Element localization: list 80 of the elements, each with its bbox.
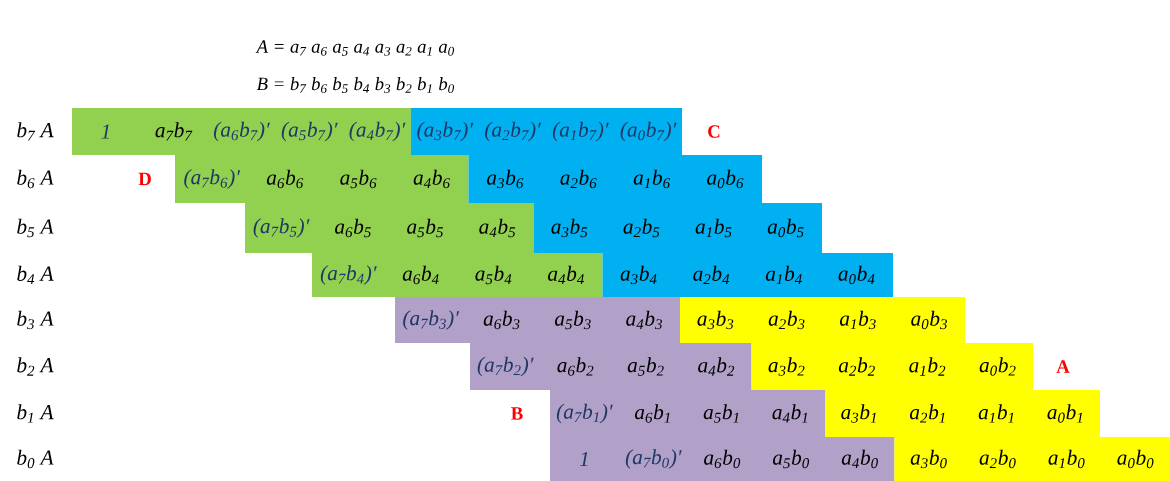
cell-text: a$_{5}$b$_{3}$ (554, 310, 591, 330)
cell-text: a$_{2}$b$_{6}$ (560, 169, 597, 189)
cell-text: a$_{1}$b$_{6}$ (633, 169, 670, 189)
cell-text: (a$_{3}$b$_{7}$)′ (417, 121, 474, 142)
cell-text: (a$_{6}$b$_{7}$)′ (213, 121, 270, 142)
cell-text: (a$_{7}$b$_{6}$)′ (184, 169, 241, 189)
cell-text: a$_{6}$b$_{3}$ (483, 310, 520, 330)
cell-text: 1 (101, 124, 109, 139)
cell-text: a$_{6}$b$_{1}$ (634, 404, 670, 423)
cell-text: a$_{2}$b$_{0}$ (979, 449, 1016, 469)
row-label: b$_{0}$ A (17, 449, 54, 469)
cell-text: a$_{4}$b$_{5}$ (479, 218, 516, 238)
cell-text: a$_{6}$b$_{0}$ (704, 449, 741, 469)
cell-text: a$_{3}$b$_{6}$ (487, 169, 524, 189)
cell-text: (a$_{0}$b$_{7}$)′ (620, 121, 677, 142)
cell-text: (a$_{7}$b$_{4}$)′ (320, 265, 377, 285)
cell-text: a$_{6}$b$_{5}$ (335, 218, 371, 238)
region-letter: B (511, 407, 523, 420)
cell-text: a$_{1}$b$_{0}$ (1048, 449, 1085, 469)
cell-text: a$_{5}$b$_{0}$ (772, 449, 810, 469)
region-letter: C (708, 125, 720, 138)
cell-text: a$_{2}$b$_{5}$ (623, 218, 660, 238)
cell-text: a$_{1}$b$_{1}$ (978, 404, 1014, 423)
row-label: b$_{6}$ A (17, 169, 54, 189)
cell-text: (a$_{4}$b$_{7}$)′ (349, 121, 406, 142)
cell-text: (a$_{1}$b$_{7}$)′ (552, 121, 609, 142)
cell-text: a$_{6}$b$_{2}$ (557, 357, 594, 376)
row-label: b$_{4}$ A (17, 265, 54, 285)
row-label: b$_{7}$ A (17, 122, 54, 141)
cell-text: a$_{6}$b$_{6}$ (266, 169, 304, 189)
cell-text: (a$_{7}$b$_{1}$)′ (556, 403, 613, 424)
cell-text: a$_{0}$b$_{4}$ (838, 265, 875, 285)
cell-text: (a$_{7}$b$_{0}$)′ (625, 449, 682, 469)
cell-text: a$_{3}$b$_{2}$ (768, 357, 805, 376)
cell-text: a$_{0}$b$_{3}$ (911, 310, 947, 330)
cell-text: a$_{5}$b$_{2}$ (627, 357, 664, 376)
cell-text: a$_{0}$b$_{2}$ (979, 357, 1016, 376)
equation-text: A = a$_{7}$ a$_{6}$ a$_{5}$ a$_{4}$ a$_{3}$ a$_{2}$ a$_{1}$ a$_{0}$ (255, 40, 455, 56)
cell-text: a$_{3}$b$_{5}$ (551, 218, 588, 238)
cell-text: a$_{5}$b$_{6}$ (340, 169, 377, 189)
cell-text: a$_{7}$b$_{7}$ (155, 122, 193, 141)
cell-text: a$_{3}$b$_{4}$ (620, 265, 657, 285)
cell-text: (a$_{7}$b$_{2}$)′ (477, 356, 534, 377)
cell-text: a$_{4}$b$_{0}$ (841, 449, 878, 469)
cell-text: a$_{3}$b$_{3}$ (697, 310, 734, 330)
cell-text: a$_{0}$b$_{5}$ (767, 218, 804, 238)
cell-text: (a$_{7}$b$_{3}$)′ (403, 310, 460, 330)
cell-text: a$_{3}$b$_{1}$ (841, 404, 876, 423)
cell-text: a$_{3}$b$_{0}$ (910, 449, 947, 469)
cell-text: a$_{0}$b$_{6}$ (707, 169, 744, 189)
cell-text: (a$_{5}$b$_{7}$)′ (281, 121, 338, 142)
row-label: b$_{2}$ A (17, 357, 54, 376)
row-label: b$_{1}$ A (17, 404, 54, 423)
row-label: b$_{5}$ A (17, 218, 54, 238)
cell-text: 1 (579, 451, 588, 467)
cell-text: a$_{0}$b$_{0}$ (1117, 449, 1154, 469)
cell-text: a$_{4}$b$_{6}$ (413, 169, 450, 189)
cell-text: a$_{2}$b$_{3}$ (768, 310, 805, 330)
cell-text: a$_{2}$b$_{2}$ (838, 357, 875, 376)
cell-text: a$_{2}$b$_{4}$ (693, 265, 730, 285)
cell-text: (a$_{7}$b$_{5}$)′ (253, 218, 310, 238)
cell-text: a$_{6}$b$_{4}$ (402, 265, 439, 285)
cell-text: a$_{5}$b$_{5}$ (407, 218, 443, 238)
cell-text: a$_{2}$b$_{1}$ (909, 404, 945, 423)
region-letter: A (1056, 360, 1070, 373)
cell-text: a$_{4}$b$_{3}$ (626, 310, 662, 330)
cell-text: a$_{1}$b$_{3}$ (839, 310, 876, 330)
equation-text: B = b$_{7}$ b$_{6}$ b$_{5}$ b$_{4}$ b$_{3}$ b$_{2}$ b$_{1}$ b$_{0}$ (256, 77, 455, 93)
row-label: b$_{3}$ A (17, 310, 54, 330)
region-letter: D (138, 172, 151, 186)
cell-text: a$_{4}$b$_{4}$ (548, 265, 584, 285)
cell-text: (a$_{2}$b$_{7}$)′ (485, 121, 542, 142)
cell-text: a$_{5}$b$_{1}$ (703, 404, 739, 423)
cell-text: a$_{1}$b$_{4}$ (765, 265, 802, 285)
cell-text: a$_{5}$b$_{4}$ (475, 265, 512, 285)
cell-text: a$_{1}$b$_{5}$ (695, 218, 732, 238)
cell-text: a$_{1}$b$_{2}$ (909, 357, 946, 376)
cell-text: a$_{4}$b$_{2}$ (698, 357, 735, 376)
cell-text: a$_{4}$b$_{1}$ (772, 404, 808, 423)
cell-text: a$_{0}$b$_{1}$ (1047, 404, 1083, 423)
